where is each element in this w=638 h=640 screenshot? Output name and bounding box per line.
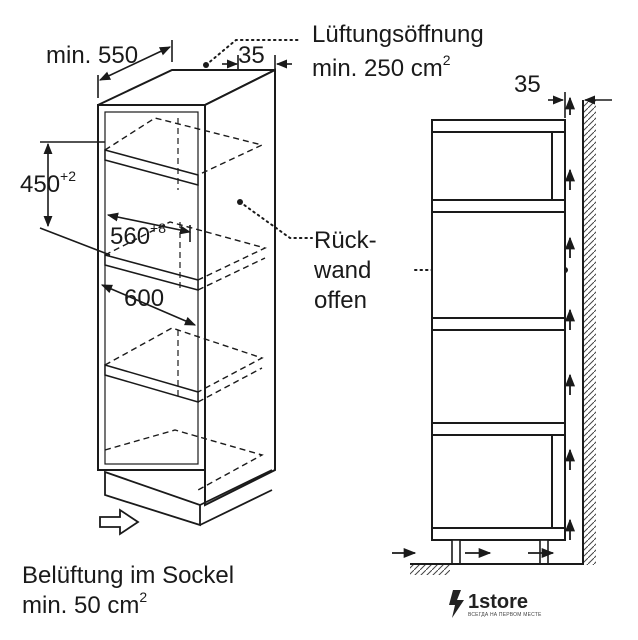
- leader-dot: [237, 199, 243, 205]
- dimension-35-right: [548, 92, 612, 118]
- dim-height: 450+2: [20, 168, 76, 198]
- vent-title: Lüftungsöffnung: [312, 21, 484, 48]
- cabinet-shelves: [104, 117, 267, 491]
- dim-niche-width-value: 560: [110, 223, 150, 250]
- dim-niche-width: 560+8: [110, 220, 166, 250]
- dim-gap-right: 35: [514, 71, 541, 98]
- brand-name: 1store: [468, 591, 528, 613]
- dim-depth: 600: [124, 285, 164, 312]
- dim-width-min: min. 550: [46, 42, 138, 69]
- back-label-line1: Rück-: [314, 227, 377, 254]
- airflow-arrows-right: [392, 96, 576, 559]
- vent-area-value: min. 250 cm: [312, 55, 443, 82]
- airflow-arrow-icon: [99, 508, 140, 536]
- base-vent-title: Belüftung im Sockel: [22, 562, 234, 589]
- dim-gap-top: 35: [238, 42, 265, 69]
- vent-area: min. 250 cm2: [312, 52, 451, 82]
- lightning-icon: [449, 590, 464, 618]
- leader-lines: [205, 39, 566, 271]
- brand-tagline: ВСЕГДА НА ПЕРВОМ МЕСТЕ: [468, 612, 542, 618]
- dimension-lines-left: [39, 40, 292, 326]
- back-label-line2: wand: [313, 257, 371, 284]
- base-vent-area: min. 50 cm2: [22, 589, 147, 619]
- dim-height-sup: +2: [60, 168, 76, 184]
- brand-watermark: 1store ВСЕГДА НА ПЕРВОМ МЕСТЕ: [449, 590, 542, 618]
- side-section: [410, 100, 596, 575]
- dim-height-value: 450: [20, 171, 60, 198]
- dim-niche-width-sup: +8: [150, 220, 166, 236]
- base-vent-area-value: min. 50 cm: [22, 592, 139, 619]
- base-vent-area-sup: 2: [139, 589, 147, 605]
- leader-dot: [203, 62, 209, 68]
- vent-area-sup: 2: [443, 52, 451, 68]
- back-label-line3: offen: [314, 287, 367, 314]
